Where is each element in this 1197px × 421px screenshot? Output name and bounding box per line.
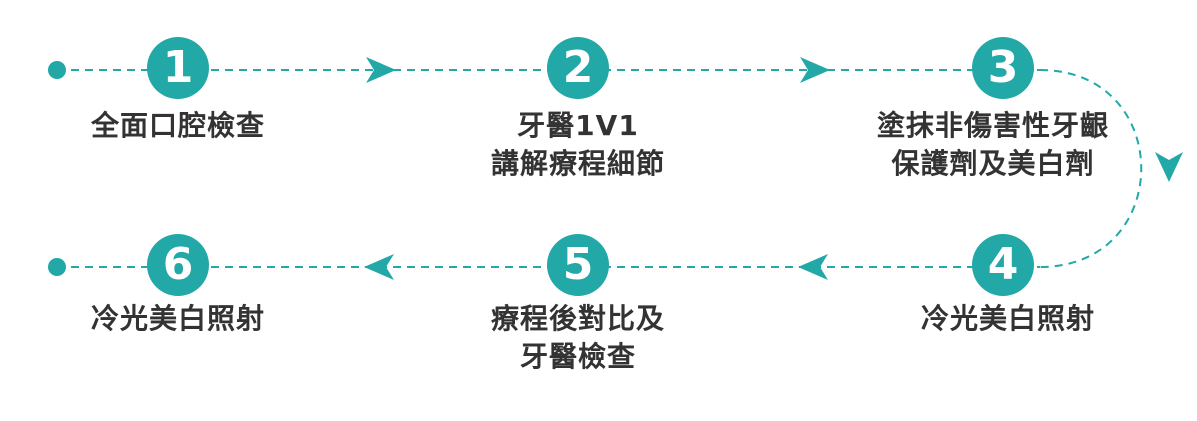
step-4-label: 冷光美白照射	[858, 300, 1158, 338]
step-number: 1	[162, 42, 194, 93]
step-number: 2	[562, 42, 594, 93]
label-line: 塗抹非傷害性牙齦	[876, 109, 1109, 142]
step-1-badge: 1	[147, 37, 209, 99]
step-number: 4	[987, 239, 1019, 290]
label-line: 保護劑及美白劑	[891, 147, 1095, 180]
step-3-label: 塗抹非傷害性牙齦 保護劑及美白劑	[843, 107, 1143, 183]
step-2-badge: 2	[547, 37, 609, 99]
start-dot	[48, 61, 66, 79]
step-3-badge: 3	[972, 37, 1034, 99]
step-number: 3	[987, 42, 1019, 93]
label-line: 講解療程細節	[490, 147, 665, 180]
connector-curve	[1039, 69, 1143, 268]
step-4-badge: 4	[972, 234, 1034, 296]
label-line: 療程後對比及	[490, 302, 665, 335]
label-line: 牙醫1V1	[517, 109, 639, 142]
arrow-right-icon	[366, 57, 396, 83]
step-number: 5	[562, 239, 594, 290]
label-line: 冷光美白照射	[920, 302, 1095, 335]
step-5-badge: 5	[547, 234, 609, 296]
arrow-left-icon	[798, 254, 828, 280]
arrow-left-icon	[364, 254, 394, 280]
label-line: 冷光美白照射	[90, 302, 265, 335]
label-line: 牙醫檢查	[519, 340, 636, 373]
step-1-label: 全面口腔檢查	[28, 107, 328, 145]
end-dot	[48, 258, 66, 276]
label-line: 全面口腔檢查	[90, 109, 265, 142]
step-5-label: 療程後對比及 牙醫檢查	[428, 300, 728, 376]
step-6-badge: 6	[147, 234, 209, 296]
arrow-right-icon	[800, 57, 830, 83]
step-number: 6	[162, 239, 194, 290]
step-2-label: 牙醫1V1 講解療程細節	[428, 107, 728, 183]
arrow-down-icon	[1155, 152, 1183, 182]
step-6-label: 冷光美白照射	[28, 300, 328, 338]
